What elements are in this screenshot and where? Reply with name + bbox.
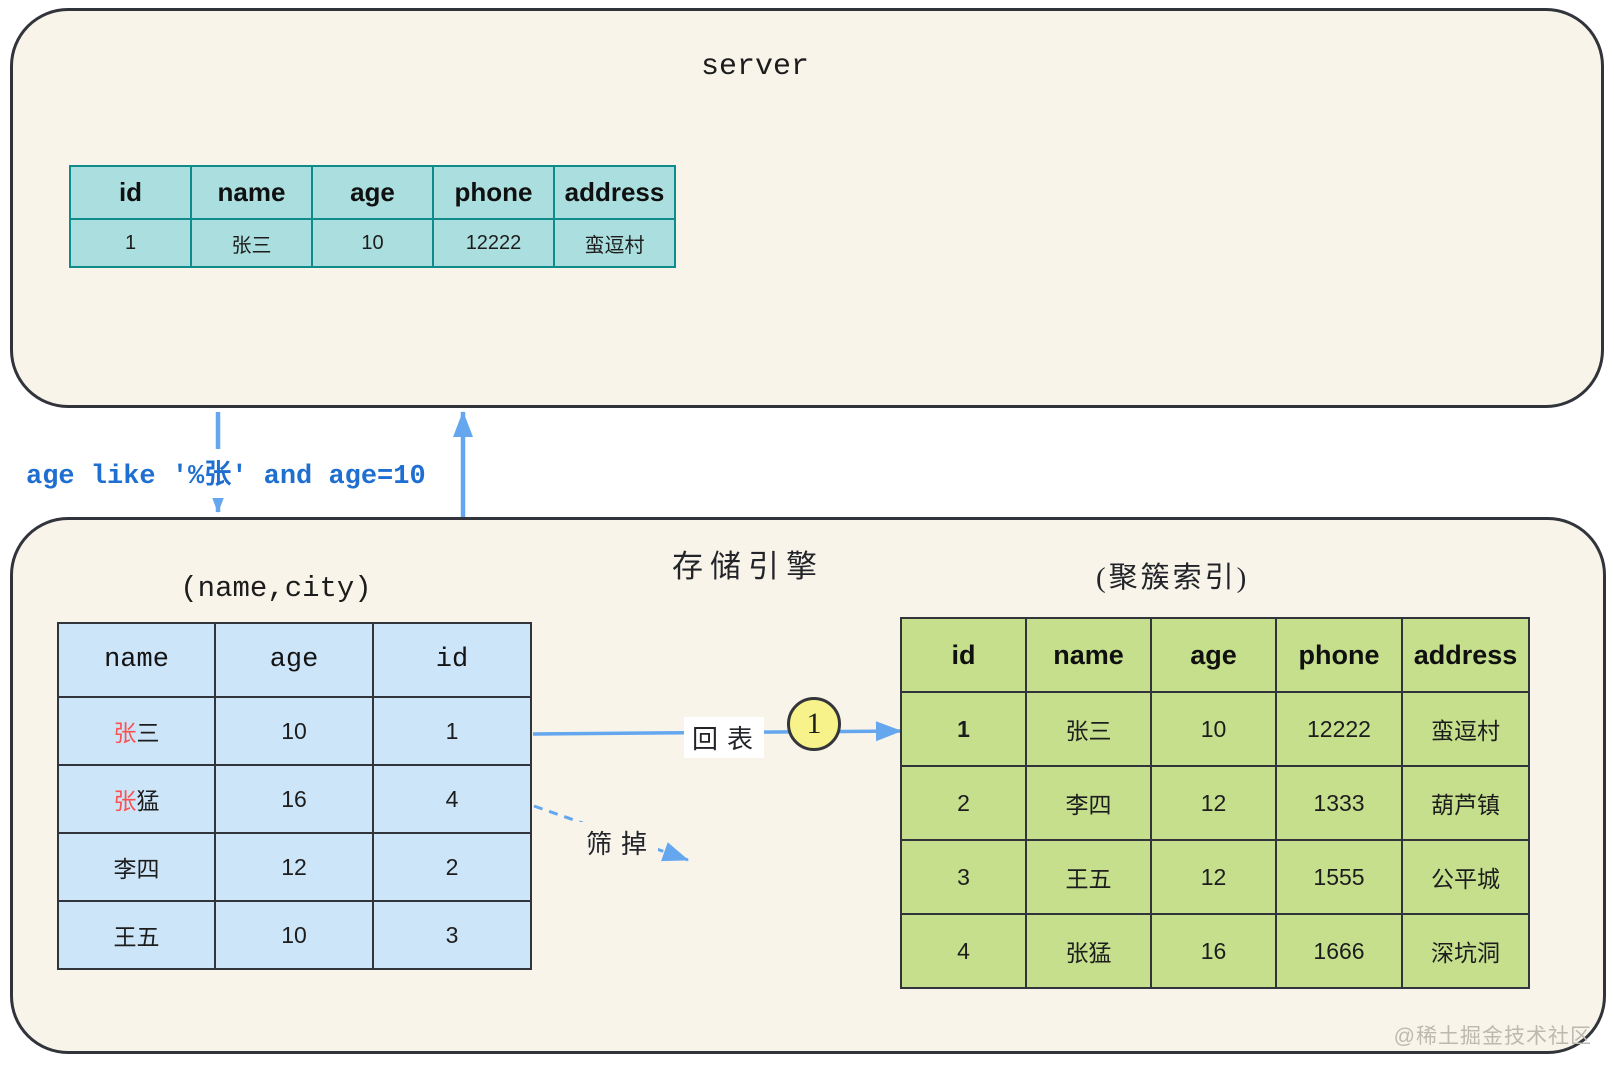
cell: 1555 — [1275, 839, 1403, 915]
name-highlight: 张 — [113, 720, 137, 746]
secondary-index-table: name age id 张三 10 1 张猛 16 4 李四 12 2 王五 1… — [57, 622, 532, 970]
cell: 1333 — [1275, 765, 1403, 841]
header-cell: name — [190, 165, 313, 220]
cell: 10 — [214, 696, 374, 766]
cell: 蛮逗村 — [553, 218, 676, 268]
cell: 12222 — [432, 218, 555, 268]
header-cell: name — [1025, 617, 1152, 693]
cell: 张三 — [1025, 691, 1152, 767]
cell: 张三 — [190, 218, 313, 268]
storage-engine-title: 存储引擎 — [672, 549, 824, 584]
header-cell: age — [311, 165, 434, 220]
table-header-row: name age id — [57, 622, 532, 698]
table-row: 王五 10 3 — [57, 900, 532, 970]
step-1-badge: 1 — [787, 697, 841, 751]
name-highlight: 张 — [113, 788, 137, 814]
table-row: 李四 12 2 — [57, 832, 532, 902]
cell: 12 — [214, 832, 374, 902]
table-header-row: id name age phone address — [900, 617, 1530, 693]
cell: 4 — [372, 764, 532, 834]
clustered-index-table: id name age phone address 1 张三 10 12222 … — [900, 617, 1530, 989]
cell: 王五 — [1025, 839, 1152, 915]
secondary-index-label: (name,city) — [180, 572, 372, 605]
header-cell: age — [214, 622, 374, 698]
table-row: 1 张三 10 12222 蛮逗村 — [900, 691, 1530, 767]
header-cell: age — [1150, 617, 1277, 693]
server-result-table: id name age phone address 1 张三 10 12222 … — [69, 165, 676, 268]
cell: 12222 — [1275, 691, 1403, 767]
cell: 蛮逗村 — [1401, 691, 1530, 767]
cell: 10 — [311, 218, 434, 268]
header-cell: id — [372, 622, 532, 698]
cell: 2 — [900, 765, 1027, 841]
cell: 2 — [372, 832, 532, 902]
table-row: 1 张三 10 12222 蛮逗村 — [69, 218, 676, 268]
table-row: 2 李四 12 1333 葫芦镇 — [900, 765, 1530, 841]
header-cell: id — [900, 617, 1027, 693]
cell: 公平城 — [1401, 839, 1530, 915]
header-cell: id — [69, 165, 192, 220]
cell: 1666 — [1275, 913, 1403, 989]
table-row: 3 王五 12 1555 公平城 — [900, 839, 1530, 915]
cell: 张猛 — [57, 764, 216, 834]
header-cell: name — [57, 622, 216, 698]
clustered-index-label: (聚簇索引) — [1096, 562, 1250, 594]
cell: 王五 — [57, 900, 216, 970]
header-cell: address — [1401, 617, 1530, 693]
server-box-title: server — [700, 50, 810, 84]
cell: 3 — [372, 900, 532, 970]
header-cell: address — [553, 165, 676, 220]
cell: 李四 — [1025, 765, 1152, 841]
cell: 1 — [69, 218, 192, 268]
cell: 12 — [1150, 839, 1277, 915]
cell: 1 — [900, 691, 1027, 767]
filter-out-label: 筛掉 — [578, 822, 659, 863]
table-row: 张猛 16 4 — [57, 764, 532, 834]
cell: 葫芦镇 — [1401, 765, 1530, 841]
cell: 张三 — [57, 696, 216, 766]
back-to-table-label: 回表 — [684, 717, 765, 758]
table-row: 张三 10 1 — [57, 696, 532, 766]
cell: 4 — [900, 913, 1027, 989]
watermark: @稀土掘金技术社区 — [1393, 1025, 1592, 1048]
cell: 1 — [372, 696, 532, 766]
cell: 12 — [1150, 765, 1277, 841]
name-rest: 李四 — [113, 856, 160, 882]
cell: 张猛 — [1025, 913, 1152, 989]
cell: 10 — [1150, 691, 1277, 767]
header-cell: phone — [1275, 617, 1403, 693]
name-rest: 猛 — [136, 788, 160, 814]
query-text: age like '%张' and age=10 — [22, 449, 436, 498]
cell: 10 — [214, 900, 374, 970]
header-cell: phone — [432, 165, 555, 220]
name-rest: 王五 — [113, 924, 160, 950]
cell: 16 — [1150, 913, 1277, 989]
table-row: 4 张猛 16 1666 深坑洞 — [900, 913, 1530, 989]
table-header-row: id name age phone address — [69, 165, 676, 220]
cell: 16 — [214, 764, 374, 834]
cell: 深坑洞 — [1401, 913, 1530, 989]
name-rest: 三 — [136, 720, 160, 746]
cell: 3 — [900, 839, 1027, 915]
cell: 李四 — [57, 832, 216, 902]
